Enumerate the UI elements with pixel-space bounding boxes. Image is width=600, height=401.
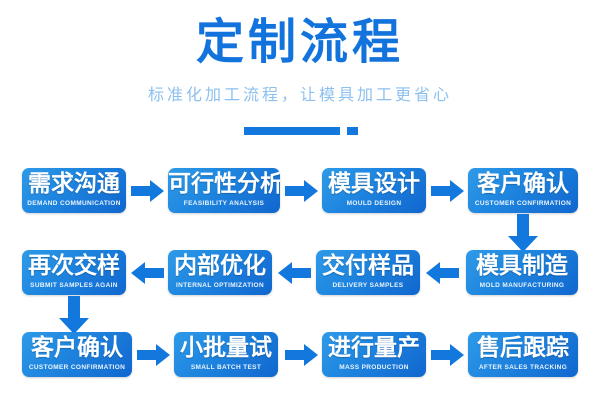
flow-node-mould-design[interactable]: 模具设计 MOULD DESIGN — [322, 168, 426, 213]
flow-connector-down-left — [59, 296, 89, 334]
flow-arrow-left — [278, 262, 311, 284]
flow-node-label-en: SUBMIT SAMPLES AGAIN — [30, 281, 118, 290]
flow-node-submit-samples-again[interactable]: 再次交样 SUBMIT SAMPLES AGAIN — [22, 250, 126, 295]
header: 定制流程 标准化加工流程，让模具加工更省心 — [0, 0, 600, 150]
flow-node-label-cn: 需求沟通 — [28, 171, 120, 197]
header-divider — [0, 125, 600, 137]
flow-node-label-cn: 客户确认 — [31, 335, 123, 361]
flow-node-label-cn: 售后跟踪 — [477, 335, 569, 361]
flow-node-mold-manufacturing[interactable]: 模具制造 MOLD MANUFACTURING — [466, 250, 578, 295]
flow-node-label-en: INTERNAL OPTIMIZATION — [176, 281, 264, 290]
flow-node-label-cn: 再次交样 — [28, 253, 120, 279]
flow-node-label-cn: 客户确认 — [477, 171, 569, 197]
flow-node-label-en: SMALL BATCH TEST — [190, 363, 262, 372]
flow-node-label-en: MOULD DESIGN — [346, 199, 402, 208]
page-title: 定制流程 — [195, 14, 404, 70]
divider-bar — [244, 127, 340, 135]
flow-node-label-cn: 内部优化 — [174, 253, 266, 279]
flow-node-delivery-samples[interactable]: 交付样品 DELIVERY SAMPLES — [316, 250, 420, 295]
flow-arrow-right — [285, 344, 318, 366]
flow-node-label-en: AFTER SALES TRACKING — [478, 363, 568, 372]
flow-node-label-en: DEMAND COMMUNICATION — [27, 199, 121, 208]
flow-node-label-cn: 进行量产 — [328, 335, 420, 361]
flow-node-internal-optimization[interactable]: 内部优化 INTERNAL OPTIMIZATION — [168, 250, 272, 295]
flow-node-label-en: CUSTOMER CONFIRMATION — [474, 199, 572, 208]
flow-node-feasibility-analysis[interactable]: 可行性分析 FEASIBILITY ANALYSIS — [168, 168, 280, 213]
flow-arrow-right — [131, 180, 164, 202]
flow-arrow-right — [137, 344, 170, 366]
flow-node-label-en: FEASIBILITY ANALYSIS — [183, 199, 265, 208]
flow-node-label-cn: 模具设计 — [328, 171, 420, 197]
flow-node-customer-confirmation-1[interactable]: 客户确认 CUSTOMER CONFIRMATION — [468, 168, 578, 213]
flow-node-label-en: DELIVERY SAMPLES — [332, 281, 404, 290]
flow-arrow-right — [431, 344, 464, 366]
process-flow: 需求沟通 DEMAND COMMUNICATION 可行性分析 FEASIBIL… — [0, 150, 600, 401]
flow-arrow-right — [285, 180, 318, 202]
flow-node-label-cn: 交付样品 — [322, 253, 414, 279]
divider-square — [347, 127, 358, 135]
flow-node-small-batch-test[interactable]: 小批量试 SMALL BATCH TEST — [174, 332, 278, 377]
flow-arrow-left — [426, 262, 459, 284]
flow-node-customer-confirmation-2[interactable]: 客户确认 CUSTOMER CONFIRMATION — [22, 332, 132, 377]
flow-node-mass-production[interactable]: 进行量产 MASS PRODUCTION — [322, 332, 426, 377]
flow-node-label-cn: 可行性分析 — [168, 171, 280, 197]
flow-connector-down-right — [508, 214, 538, 252]
flow-node-label-cn: 小批量试 — [180, 335, 272, 361]
flow-node-label-cn: 模具制造 — [476, 253, 568, 279]
flow-node-after-sales-tracking[interactable]: 售后跟踪 AFTER SALES TRACKING — [468, 332, 578, 377]
flow-arrow-right — [431, 180, 464, 202]
flow-node-label-en: MASS PRODUCTION — [339, 363, 409, 372]
flow-node-demand-communication[interactable]: 需求沟通 DEMAND COMMUNICATION — [22, 168, 126, 213]
flow-node-label-en: MOLD MANUFACTURING — [479, 281, 565, 290]
page-subtitle: 标准化加工流程，让模具加工更省心 — [147, 85, 452, 104]
flow-node-label-en: CUSTOMER CONFIRMATION — [28, 363, 126, 372]
flow-arrow-left — [131, 262, 164, 284]
